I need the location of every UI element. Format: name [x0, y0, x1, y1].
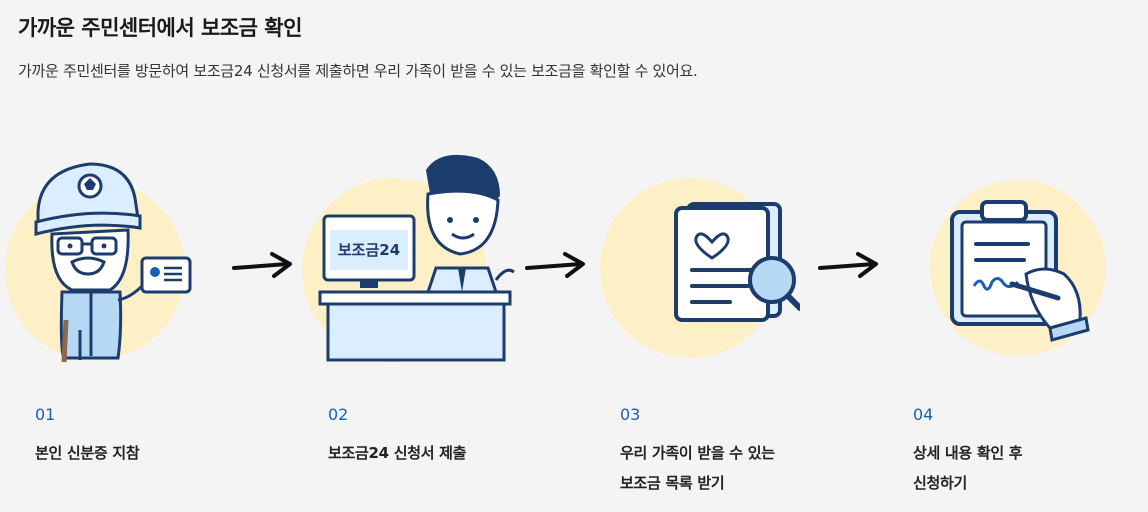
arrow-right-icon [818, 250, 880, 284]
step-label: 보조금 목록 받기 [620, 474, 725, 492]
step-3: 03 우리 가족이 받을 수 있는 보조금 목록 받기 [620, 405, 775, 498]
step-2: 02 보조금24 신청서 제출 [328, 405, 466, 468]
arrow-right-icon [525, 250, 587, 284]
step-label: 보조금24 신청서 제출 [328, 444, 467, 462]
step-number: 02 [328, 405, 349, 424]
clipboard-signing-icon [900, 150, 1120, 370]
step-number: 03 [620, 405, 641, 424]
arrow-right-icon [232, 250, 294, 284]
clerk-at-computer-desk-icon: 보조금24 [300, 150, 540, 370]
step-number: 01 [35, 405, 56, 424]
step-label: 상세 내용 확인 후 [913, 444, 1023, 462]
step-label: 신청하기 [913, 474, 968, 492]
documents-magnifier-icon [600, 150, 803, 370]
step-label: 우리 가족이 받을 수 있는 [620, 444, 775, 462]
step-4: 04 상세 내용 확인 후 신청하기 [913, 405, 1023, 498]
monitor-text: 보조금24 [338, 241, 400, 259]
step-1: 01 본인 신분증 지참 [35, 405, 140, 468]
elderly-man-with-id-card-icon [0, 150, 200, 370]
page-description: 가까운 주민센터를 방문하여 보조금24 신청서를 제출하면 우리 가족이 받을… [18, 62, 698, 80]
page-title: 가까운 주민센터에서 보조금 확인 [18, 16, 302, 40]
step-label: 본인 신분증 지참 [35, 444, 140, 462]
step-number: 04 [913, 405, 934, 424]
